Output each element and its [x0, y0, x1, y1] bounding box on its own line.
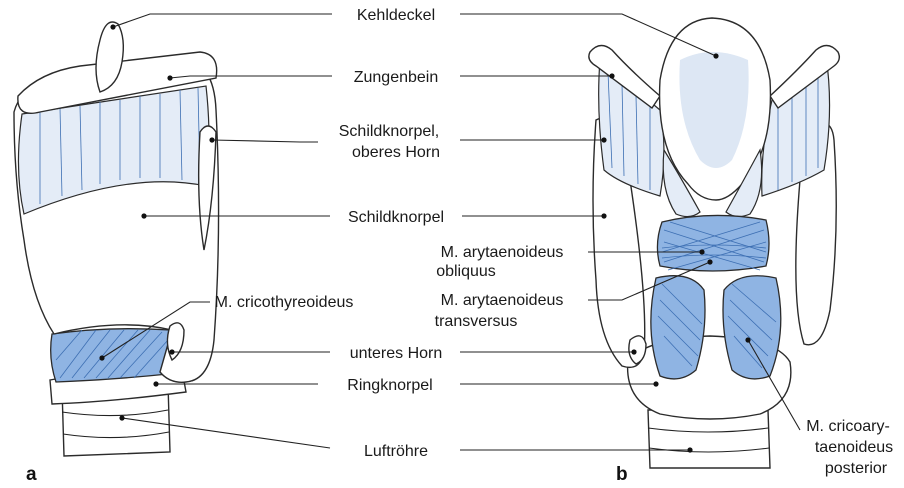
larynx-posterior-view	[589, 18, 839, 468]
label-unteres-horn: unteres Horn	[350, 345, 443, 362]
label-cricoaryt-line3: posterior	[825, 460, 888, 477]
arytenoid-oblique-muscle	[657, 215, 769, 271]
posterior-cricoarytenoid-right	[723, 276, 781, 379]
label-zungenbein: Zungenbein	[354, 69, 439, 86]
posterior-cricoarytenoid-left	[651, 276, 705, 379]
label-kehldeckel: Kehldeckel	[357, 7, 435, 24]
label-cricoaryt-line2: taenoideus	[815, 439, 893, 456]
larynx-anterior-view	[14, 22, 219, 456]
cricothyroid-muscle	[51, 329, 175, 382]
label-aryt-obliquus-line1: M. arytaenoideus	[441, 244, 564, 261]
label-aryt-transversus-line2: transversus	[435, 313, 518, 330]
label-aryt-obliquus-line2: obliquus	[436, 263, 496, 280]
panel-label-b: b	[616, 464, 628, 485]
label-ringknorpel: Ringknorpel	[347, 377, 432, 394]
label-luftroehre: Luftröhre	[364, 443, 428, 460]
label-schildknorpel: Schildknorpel	[348, 209, 444, 226]
label-cricothyreoideus: M. cricothyreoideus	[215, 294, 354, 311]
label-cricoaryt-line1: M. cricoary-	[806, 418, 890, 435]
panel-label-a: a	[26, 464, 37, 485]
label-aryt-transversus-line1: M. arytaenoideus	[441, 292, 564, 309]
label-schildknorpel-horn-line1: Schildknorpel,	[339, 123, 440, 140]
label-schildknorpel-horn-line2: oberes Horn	[352, 144, 440, 161]
